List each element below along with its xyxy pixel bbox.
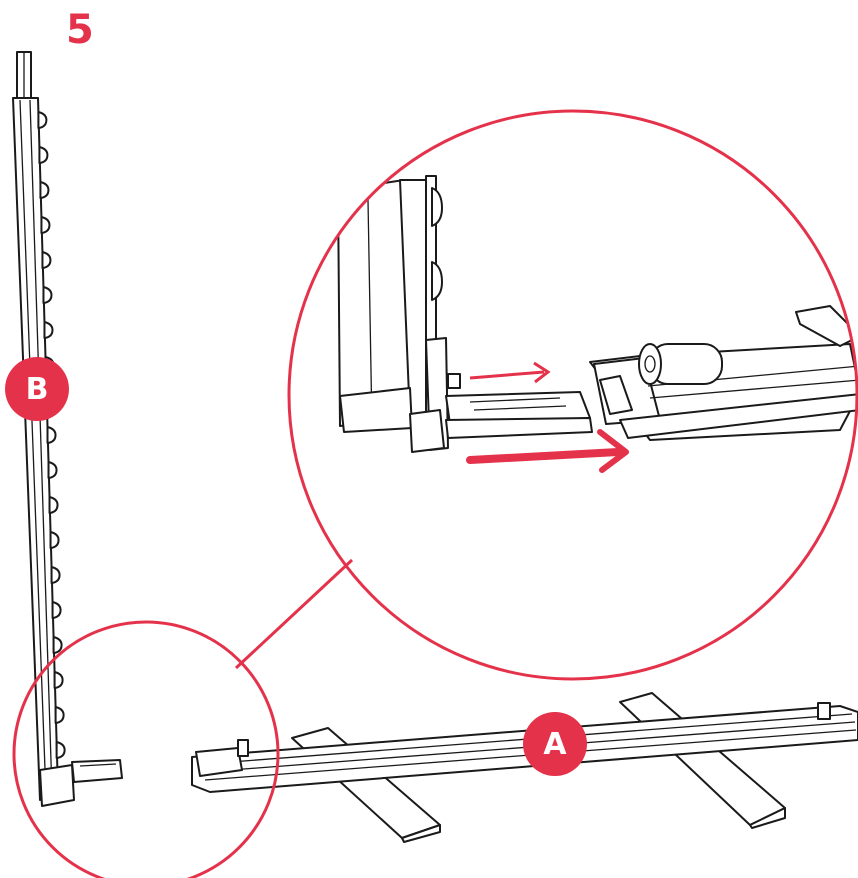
upright-peg xyxy=(48,496,59,514)
upright-peg xyxy=(41,251,52,269)
upright-peg xyxy=(47,461,58,479)
upright-peg xyxy=(55,741,66,759)
upright-peg xyxy=(46,426,57,444)
upright-peg xyxy=(50,566,61,584)
upright-peg xyxy=(37,111,48,129)
upright-peg xyxy=(54,706,65,724)
upright-peg xyxy=(52,636,63,654)
upright-peg xyxy=(53,671,64,689)
upright-peg xyxy=(43,321,54,339)
callout-connector-line xyxy=(234,558,354,670)
upright-peg xyxy=(49,531,60,549)
small-callout-circle xyxy=(12,620,280,878)
part-label-a: A xyxy=(523,712,587,776)
upright-peg xyxy=(42,286,53,304)
upright-peg xyxy=(51,601,62,619)
detail-view xyxy=(337,175,857,473)
step-number: 5 xyxy=(66,7,94,53)
base-rail-a xyxy=(191,692,858,843)
upright-peg xyxy=(38,146,49,164)
detail-callout-circle xyxy=(287,109,858,681)
upright-pegs xyxy=(37,111,66,759)
upright-post-b xyxy=(12,51,123,807)
upright-peg xyxy=(40,216,51,234)
upright-peg xyxy=(39,181,50,199)
part-label-b: B xyxy=(5,357,69,421)
